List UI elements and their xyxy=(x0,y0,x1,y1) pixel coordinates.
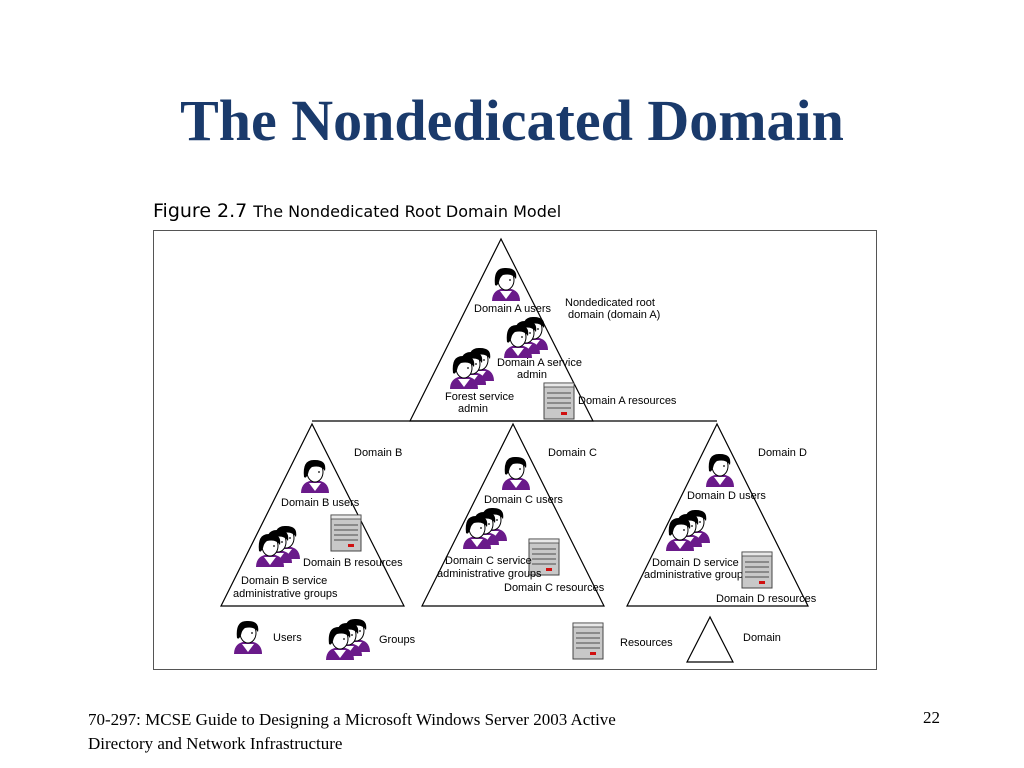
domain-b-name: Domain B xyxy=(354,447,402,459)
figure-caption: Figure 2.7 The Nondedicated Root Domain M… xyxy=(153,200,561,222)
domain-d-resources-label: Domain D resources xyxy=(716,593,817,605)
domain-b-resources-server-icon xyxy=(330,514,362,552)
domain-c-admin-groups-icon xyxy=(463,508,507,549)
domain-b-users-icon xyxy=(300,459,330,494)
domain-d-users-icon xyxy=(705,453,735,488)
legend-groups-label: Groups xyxy=(379,634,416,646)
domain-b-admin-line2: administrative groups xyxy=(233,588,338,600)
domain-d-resources-server-icon xyxy=(741,551,773,589)
footer-course-title: 70-297: MCSE Guide to Designing a Micros… xyxy=(88,710,616,753)
forest-service-admin-line2: admin xyxy=(458,403,488,415)
legend-domain-label: Domain xyxy=(743,632,781,644)
domain-a-service-admin-icon xyxy=(504,317,548,358)
figure-frame xyxy=(153,230,877,670)
domain-c-resources-label: Domain C resources xyxy=(504,582,605,594)
domain-a-resources-server-icon xyxy=(543,382,575,420)
domain-a-users-label: Domain A users xyxy=(474,303,552,315)
forest-service-admin-line1: Forest service xyxy=(445,391,514,403)
domain-b-admin-groups-icon xyxy=(256,526,300,567)
domain-d-users-label: Domain D users xyxy=(687,490,766,502)
figure-number: Figure 2.7 xyxy=(153,200,248,222)
domain-d-admin-groups-icon xyxy=(666,510,710,551)
domain-a-service-admin-line1: Domain A service xyxy=(497,357,582,369)
domain-d-name: Domain D xyxy=(758,447,807,459)
domain-c-admin-line2: administrative groups xyxy=(437,568,542,580)
domain-c-users-label: Domain C users xyxy=(484,494,563,506)
domain-a-resources-label: Domain A resources xyxy=(578,395,677,407)
page-number: 22 xyxy=(923,708,940,727)
domain-c-users-icon xyxy=(501,456,531,491)
forest-service-admin-icon xyxy=(450,348,494,389)
domain-b-resources-label: Domain B resources xyxy=(303,557,403,569)
legend-groups-icon xyxy=(326,619,370,660)
legend-resources-server-icon xyxy=(572,622,604,660)
domain-d-triangle xyxy=(626,422,809,607)
legend-users-label: Users xyxy=(273,632,302,644)
domain-a-service-admin-line2: admin xyxy=(517,369,547,381)
legend-domain-triangle-icon xyxy=(686,615,734,663)
legend-users-icon xyxy=(233,620,263,655)
domain-d-admin-line1: Domain D service xyxy=(652,557,739,569)
domain-c-name: Domain C xyxy=(548,447,597,459)
slide-title: The Nondedicated Domain xyxy=(180,88,844,153)
domain-c-triangle xyxy=(421,422,605,607)
domain-b-admin-line1: Domain B service xyxy=(241,575,327,587)
legend-resources-label: Resources xyxy=(620,637,673,649)
domain-c-admin-line1: Domain C service xyxy=(445,555,532,567)
domain-a-users-icon xyxy=(491,267,521,302)
domain-b-users-label: Domain B users xyxy=(281,497,360,509)
figure-title: The Nondedicated Root Domain Model xyxy=(253,202,562,221)
root-domain-name-line1: Nondedicated root xyxy=(565,297,655,309)
domain-d-admin-line2: administrative groups xyxy=(644,569,749,581)
root-domain-name-line2: domain (domain A) xyxy=(568,309,660,321)
